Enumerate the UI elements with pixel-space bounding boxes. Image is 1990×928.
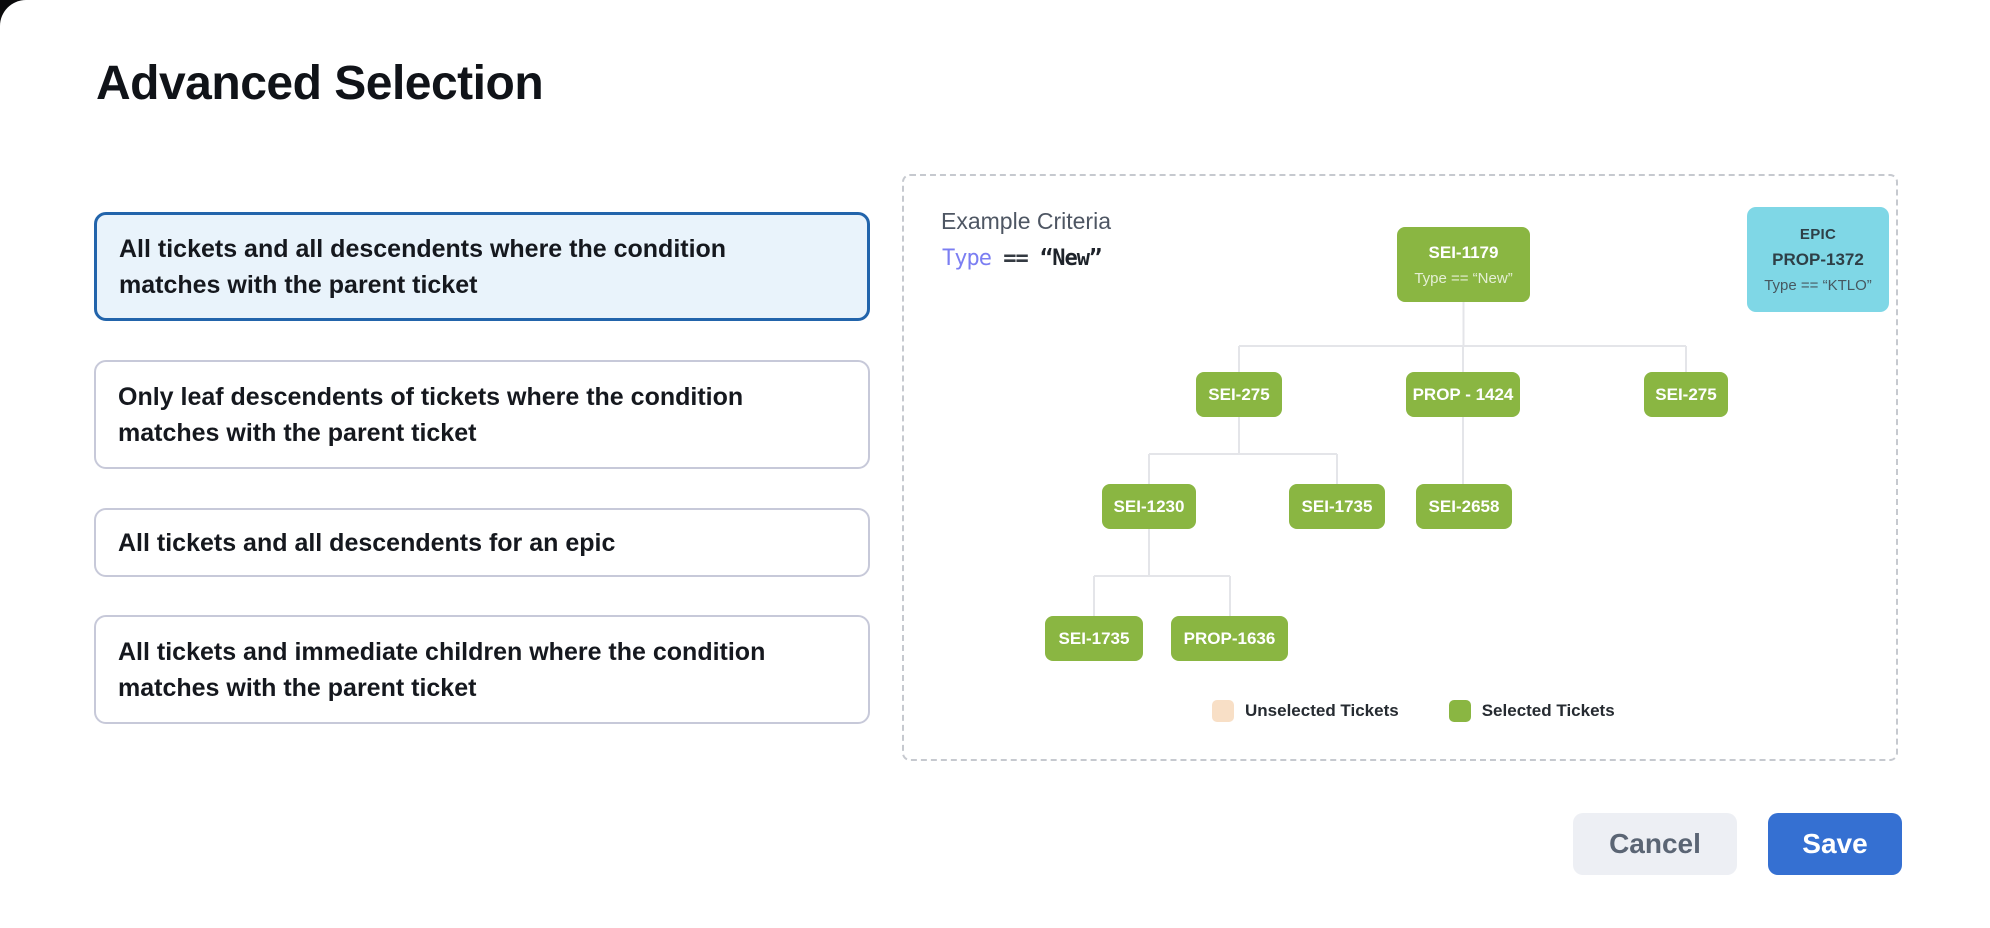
- criteria-expression: Type == “New”: [942, 246, 1102, 271]
- tree-node-id: SEI-1230: [1113, 496, 1185, 516]
- tree-node-id: SEI-1179: [1428, 242, 1499, 262]
- tree-node: SEI-1735: [1289, 484, 1385, 529]
- legend-label: Selected Tickets: [1481, 701, 1615, 720]
- criteria-value: “New”: [1039, 246, 1102, 271]
- example-preview-panel: Example Criteria Type == “New” EPIC PROP…: [902, 174, 1898, 761]
- tree-node: SEI-1230: [1102, 484, 1196, 529]
- unselected-tickets-swatch-icon: [1212, 700, 1234, 722]
- tree-node-condition: Type == “New”: [1414, 269, 1513, 287]
- tree-node: SEI-1735: [1045, 616, 1143, 661]
- tree-node: PROP-1636: [1171, 616, 1288, 661]
- tree-node-id: PROP-1636: [1183, 628, 1276, 648]
- selected-tickets-swatch-icon: [1448, 700, 1471, 722]
- option-label: Only leaf descendents of tickets where t…: [118, 382, 744, 447]
- tree-node: SEI-275: [1196, 372, 1282, 417]
- criteria-heading: Example Criteria: [941, 208, 1111, 234]
- tree-node-id: SEI-275: [1208, 384, 1270, 404]
- page-title: Advanced Selection: [96, 57, 544, 110]
- tree-node-id: SEI-275: [1655, 384, 1717, 404]
- tree-node-id: SEI-1735: [1058, 628, 1130, 648]
- legend-item-unselected: Unselected Tickets: [1212, 700, 1399, 722]
- option-all-descendents-epic[interactable]: All tickets and all descendents for an e…: [94, 508, 870, 577]
- option-label: All tickets and all descendents for an e…: [118, 528, 616, 557]
- tree-node: SEI-2658: [1416, 484, 1512, 529]
- tree-node-id: SEI-2658: [1428, 496, 1500, 516]
- epic-ticket-card: EPIC PROP-1372 Type == “KTLO”: [1747, 207, 1889, 312]
- tree-node: SEI-275: [1644, 372, 1728, 417]
- option-label: All tickets and all descendents where th…: [119, 234, 727, 299]
- criteria-field: Type: [942, 246, 992, 271]
- tree-legend: Unselected Tickets Selected Tickets: [1212, 700, 1615, 722]
- option-immediate-children-condition[interactable]: All tickets and immediate children where…: [94, 615, 870, 724]
- epic-condition: Type == “KTLO”: [1764, 276, 1872, 294]
- save-button[interactable]: Save: [1768, 813, 1902, 875]
- epic-badge: EPIC: [1799, 225, 1837, 243]
- cancel-button[interactable]: Cancel: [1573, 813, 1737, 875]
- epic-ticket-id: PROP-1372: [1772, 249, 1864, 269]
- criteria-operator: ==: [1003, 246, 1028, 271]
- legend-item-selected: Selected Tickets: [1448, 700, 1615, 722]
- tree-node-id: SEI-1735: [1301, 496, 1373, 516]
- tree-node-id: PROP - 1424: [1412, 384, 1514, 404]
- option-label: All tickets and immediate children where…: [118, 637, 766, 702]
- option-all-descendents-condition[interactable]: All tickets and all descendents where th…: [94, 212, 870, 321]
- tree-node: PROP - 1424: [1406, 372, 1520, 417]
- legend-label: Unselected Tickets: [1245, 701, 1399, 720]
- tree-node-root: SEI-1179 Type == “New”: [1397, 227, 1530, 302]
- option-leaf-descendents-condition[interactable]: Only leaf descendents of tickets where t…: [94, 360, 870, 469]
